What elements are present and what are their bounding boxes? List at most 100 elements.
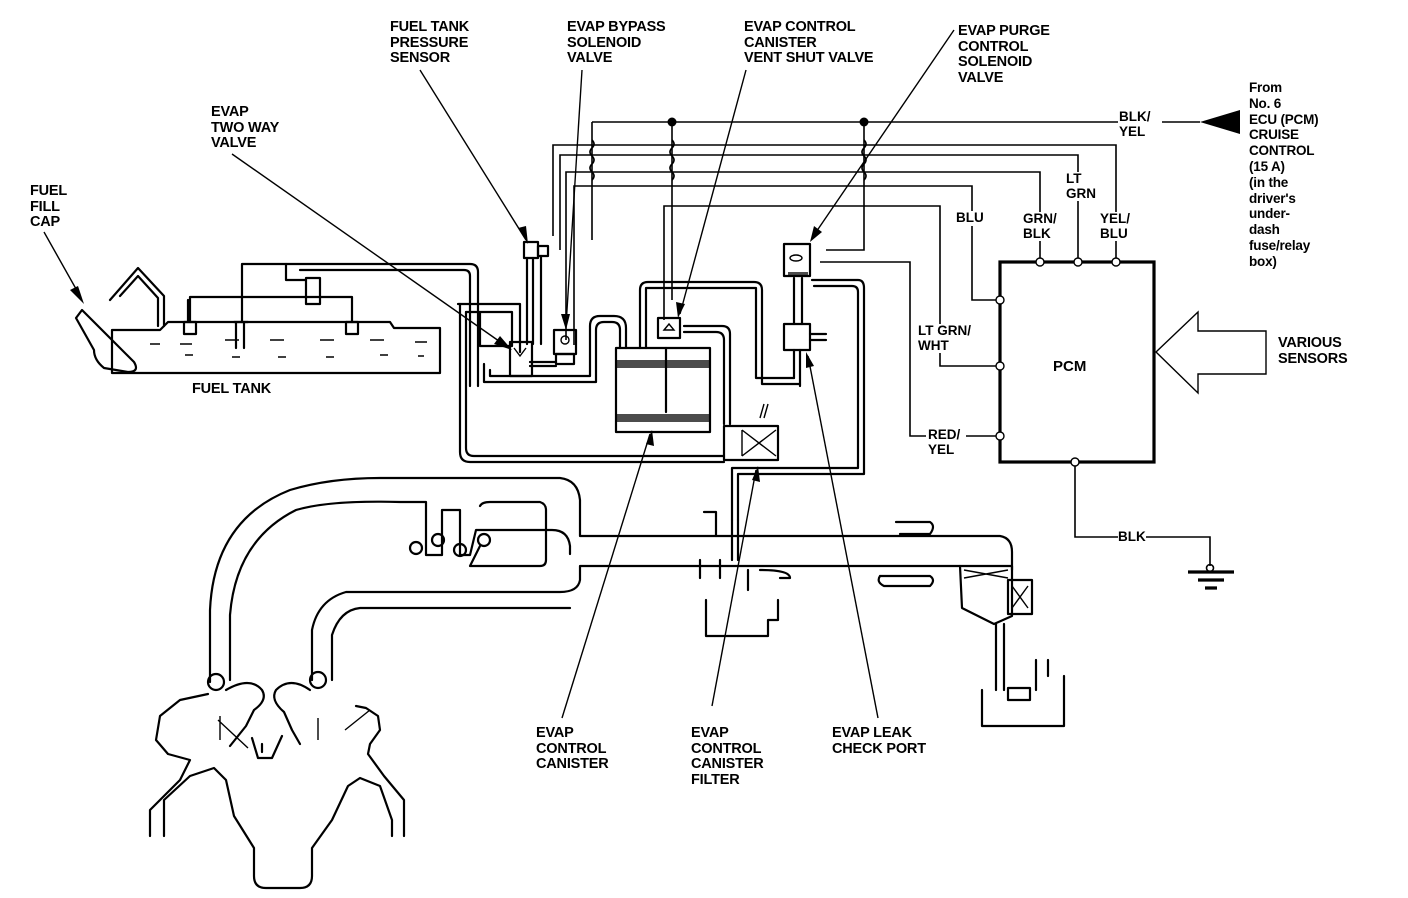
- leader-arrowhead: [494, 336, 512, 350]
- wiring-harness: [552, 110, 1240, 590]
- canister-top-hose: [638, 280, 802, 386]
- purge-hose-to-intake: [730, 278, 866, 522]
- label-power-source: From No. 6 ECU (PCM) CRUISE CONTROL (15 …: [1249, 80, 1319, 269]
- air-cleaner-filter: [1006, 578, 1034, 616]
- pcm-terminal: [995, 295, 1005, 305]
- manifold-port: [452, 542, 468, 558]
- canister-filter-bottom: [616, 414, 710, 422]
- throttle-body: [698, 510, 792, 638]
- leader-arrowhead: [646, 430, 654, 446]
- vent-shut-valve-symbol: [662, 322, 676, 331]
- wire-hop: [589, 139, 867, 181]
- vent-shut-valve: [656, 316, 682, 340]
- leader-lines: [43, 29, 955, 719]
- canister-return-hose: [458, 302, 726, 464]
- purge-to-leak-port: [792, 276, 804, 326]
- engine-injector: [217, 709, 371, 749]
- sensor-input-arrow-icon: [1154, 310, 1267, 395]
- manifold-chamber: [468, 500, 548, 568]
- engine-head-left: [148, 681, 406, 890]
- leader-arrowhead: [752, 466, 760, 482]
- label-evap-purge-control-solenoid-valve: EVAP PURGE CONTROL SOLENOID VALVE: [958, 23, 1050, 86]
- label-various-sensors: VARIOUS SENSORS: [1278, 335, 1348, 367]
- two-way-valve-symbol: [513, 347, 527, 358]
- label-fuel-fill-cap: FUEL FILL CAP: [30, 183, 68, 230]
- pcm-terminal: [1111, 257, 1121, 267]
- wire-blu: [573, 185, 1000, 345]
- label-evap-control-canister-filter: EVAP CONTROL CANISTER FILTER: [691, 725, 764, 788]
- wire-label-lt-grn: LT GRN: [1066, 171, 1096, 201]
- wire-label-blk: BLK: [1118, 529, 1146, 545]
- label-evap-leak-check-port: EVAP LEAK CHECK PORT: [832, 725, 926, 757]
- evap-control-canister: [458, 280, 802, 464]
- leader-arrowhead: [70, 286, 84, 304]
- canister-filter-top: [616, 360, 710, 368]
- pressure-sensor-tube: [525, 254, 543, 346]
- leader-evap-bypass-solenoid: [565, 69, 583, 327]
- leader-arrowhead: [561, 314, 570, 330]
- purge-port-connection: [730, 518, 740, 562]
- leader-purge-solenoid: [811, 29, 955, 239]
- leak-check-port-nipple: [808, 332, 828, 342]
- leader-arrowhead: [518, 226, 528, 244]
- wire-lt-grn-wht: [663, 205, 1000, 367]
- fuel-level-marks: [150, 339, 427, 358]
- hose-to-canister: [482, 314, 628, 384]
- air-cleaner-element: [963, 569, 1009, 579]
- leader-fuel-tank-pressure-sensor: [419, 69, 527, 241]
- pcm-terminal: [1035, 257, 1045, 267]
- intake-runner-port: [308, 670, 328, 690]
- canister-filter: [722, 424, 780, 462]
- power-arrow-icon: [1200, 110, 1240, 134]
- canister-body: [614, 346, 712, 434]
- bypass-solenoid-symbol: [560, 335, 570, 345]
- purge-solenoid-base: [788, 272, 808, 277]
- tank-sender: [232, 320, 250, 350]
- pcm-terminal: [1073, 257, 1083, 267]
- pcm-terminal: [995, 431, 1005, 441]
- leader-arrowhead: [810, 226, 822, 242]
- filter-vent-icon: [759, 403, 769, 419]
- wire-red-yel: [820, 261, 1000, 437]
- label-evap-control-canister-vent-shut-valve: EVAP CONTROL CANISTER VENT SHUT VALVE: [744, 19, 874, 66]
- intake-manifold: [208, 476, 1066, 728]
- pcm-terminal: [1070, 457, 1080, 467]
- leader-fuel-fill-cap: [43, 231, 81, 297]
- leak-port-hose: [792, 348, 802, 388]
- label-pcm: PCM: [1053, 358, 1087, 375]
- evap-leak-check-port-body: [782, 322, 812, 352]
- manifold-port: [430, 532, 446, 548]
- pressure-sensor-connector: [536, 244, 550, 258]
- intake-runner-port: [206, 672, 226, 692]
- leader-canister-filter: [711, 469, 757, 707]
- wire-label-red-yel: RED/ YEL: [928, 427, 961, 457]
- engine: [148, 670, 406, 890]
- wire-blk-ground: [1074, 462, 1211, 566]
- label-fuel-tank-pressure-sensor: FUEL TANK PRESSURE SENSOR: [390, 19, 470, 66]
- fuel-tank-body: [110, 320, 442, 375]
- manifold-port: [476, 532, 492, 548]
- pcm-unit: [995, 257, 1267, 467]
- evap-two-way-valve-body: [304, 276, 322, 306]
- filler-neck: [74, 308, 138, 374]
- purge-solenoid-symbol: [789, 254, 803, 262]
- purge-assembly: [730, 242, 866, 522]
- ground-icon: [1188, 570, 1234, 590]
- engine-head-right: [273, 681, 312, 746]
- vent-shut-hose: [682, 324, 732, 426]
- wire-label-grn-blk: GRN/ BLK: [1023, 211, 1057, 241]
- air-cleaner-box: [958, 564, 1014, 626]
- tank-vent-valve: [344, 320, 360, 336]
- evap-bypass-solenoid-valve: [552, 328, 578, 356]
- intake-runner-lower: [310, 564, 962, 682]
- label-evap-bypass-solenoid-valve: EVAP BYPASS SOLENOID VALVE: [567, 19, 666, 66]
- filler-tube: [108, 266, 166, 328]
- fuel-tank-pressure-sensor: [522, 240, 540, 260]
- engine-center-valve: [250, 734, 284, 760]
- wire-label-yel-blu: YEL/ BLU: [1100, 211, 1131, 241]
- intake-plenum-inner: [228, 500, 572, 682]
- intake-plenum-outer: [208, 476, 1014, 684]
- leader-arrowhead: [806, 352, 814, 368]
- wire-label-lt-grn-wht: LT GRN/ WHT: [918, 323, 971, 353]
